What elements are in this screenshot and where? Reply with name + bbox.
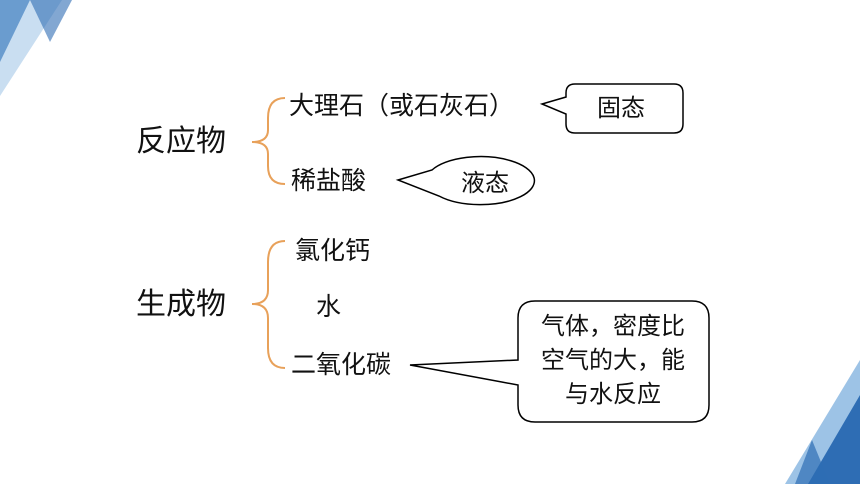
products-heading: 生成物 — [136, 287, 226, 322]
reactant-hydrochloric-acid: 稀盐酸 — [291, 166, 367, 195]
product-water: 水 — [316, 292, 342, 321]
liquid-callout-text: 液态 — [461, 169, 509, 197]
top-left-triangle-small — [30, 0, 72, 42]
bottom-right-triangle-small — [795, 440, 830, 484]
gas-note-text: 气体，密度比 空气的大，能 与水反应 — [541, 312, 685, 408]
reactant-marble: 大理石（或石灰石） — [289, 91, 515, 120]
product-calcium-chloride: 氯化钙 — [295, 236, 371, 265]
bottom-right-triangle-dark — [808, 395, 860, 484]
solid-callout-box — [539, 83, 684, 134]
solid-callout-text: 固态 — [597, 94, 645, 122]
products-brace — [251, 240, 286, 369]
gas-note-callout-box — [409, 300, 710, 423]
product-carbon-dioxide: 二氧化碳 — [291, 350, 392, 379]
liquid-callout-ellipse — [395, 155, 536, 206]
reactants-brace — [251, 97, 286, 185]
reactants-heading: 反应物 — [136, 124, 226, 159]
